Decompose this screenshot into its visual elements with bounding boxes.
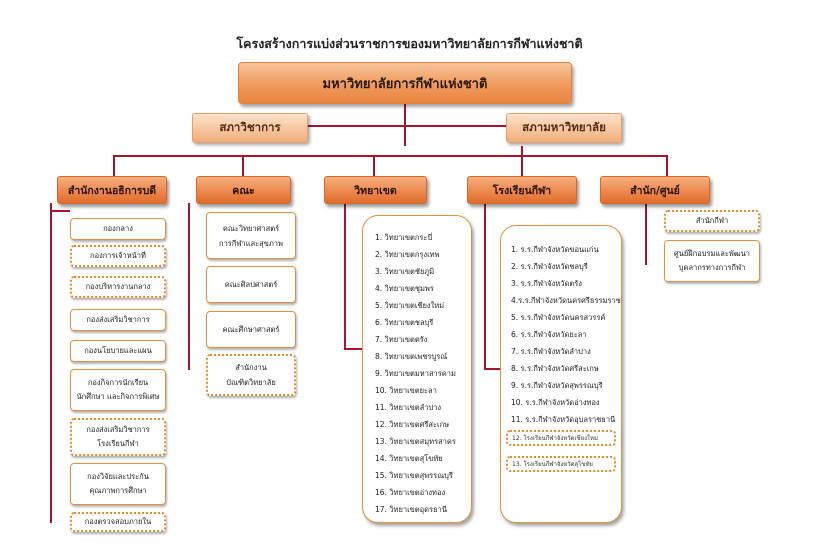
- office-item: กองตรวจสอบภายใน: [70, 512, 166, 532]
- school-item: 6. ร.ร.กีฬาจังหวัดยะลา: [511, 330, 587, 339]
- school-item: 4.ร.ร.กีฬาจังหวัดนครศรีธรรมราช: [511, 296, 621, 305]
- office-header: สำนักงานอธิการบดี: [57, 176, 167, 204]
- campus-item: 14. วิทยาเขตสุโขทัย: [375, 454, 443, 463]
- campus-item: 1. วิทยาเขตกระบี่: [375, 233, 433, 242]
- office-item: กองบริหารงานกลาง: [70, 276, 166, 298]
- office-item: กองกลาง: [70, 218, 166, 240]
- campus-item: 4. วิทยาเขตชุมพร: [375, 284, 434, 293]
- faculty-item: คณะศิลปศาสตร์: [206, 266, 296, 303]
- faculty-item: สำนักงาน บัณฑิตวิทยาลัย: [206, 354, 296, 396]
- school-special-item: 13. โรงเรียนกีฬาจังหวัดสุโขทัย: [506, 456, 616, 472]
- school-item: 5. ร.ร.กีฬาจังหวัดนครสวรรค์: [511, 313, 606, 322]
- center-item: ศูนย์ฝึกอบรมและพัฒนา บุคลากรทางการกีฬา: [664, 240, 760, 282]
- office-item: กองการเจ้าหน้าที่: [70, 245, 166, 267]
- school-special-item: 12. โรงเรียนกีฬาจังหวัดเชียงใหม่: [506, 430, 616, 446]
- campus-item: 11. วิทยาเขตลำปาง: [375, 403, 442, 412]
- campus-item: 12. วิทยาเขตศรีสะเกษ: [375, 420, 450, 429]
- faculty-item: คณะวิทยาศาสตร์ การกีฬาและสุขภาพ: [206, 212, 296, 259]
- campus-item: 5. วิทยาเขตเชียงใหม่: [375, 301, 445, 310]
- campus-item: 10. วิทยาเขตยะลา: [375, 386, 437, 395]
- office-item: กองส่งเสริมวิชาการ โรงเรียนกีฬา: [70, 418, 166, 456]
- center-header: สำนัก/ศูนย์: [600, 176, 710, 204]
- campus-list-panel: 1. วิทยาเขตกระบี่ 2. วิทยาเขตกรุงเทพ 3. …: [362, 215, 472, 523]
- school-item: 2. ร.ร.กีฬาจังหวัดชลบุรี: [511, 262, 588, 271]
- campus-item: 9. วิทยาเขตมหาสารคาม: [375, 369, 456, 378]
- school-item: 10. ร.ร.กีฬาจังหวัดอ่างทอง: [511, 398, 600, 407]
- school-item: 3. ร.ร.กีฬาจังหวัดตรัง: [511, 279, 582, 288]
- campus-item: 13. วิทยาเขตสมุทรสาคร: [375, 437, 456, 446]
- office-item: กองนโยบายและแผน: [70, 340, 166, 362]
- campus-item: 6. วิทยาเขตชลบุรี: [375, 318, 434, 327]
- faculty-header: คณะ: [196, 176, 291, 204]
- campus-header: วิทยาเขต: [324, 176, 427, 204]
- chart-title: โครงสร้างการแบ่งส่วนราชการของมหาวิทยาลัย…: [236, 36, 583, 51]
- center-item: สำนักกีฬา: [664, 210, 760, 232]
- office-item: กองกิจการนักเรียน นักศึกษา และกิจการพิเศ…: [70, 369, 166, 411]
- sports-school-list-panel: 1. ร.ร.กีฬาจังหวัดขอนแก่น 2. ร.ร.กีฬาจัง…: [500, 225, 622, 523]
- faculty-item: คณะศึกษาศาสตร์: [206, 311, 296, 348]
- campus-item: 7. วิทยาเขตตรัง: [375, 335, 428, 344]
- office-item: กองวิจัยและประกัน คุณภาพการศึกษา: [70, 463, 166, 505]
- campus-item: 17. วิทยาเขตอุดรธานี: [375, 505, 447, 514]
- academic-council-box: สภาวิชาการ: [192, 113, 308, 143]
- school-item: 8. ร.ร.กีฬาจังหวัดศรีสะเกษ: [511, 364, 599, 373]
- school-item: 7. ร.ร.กีฬาจังหวัดลำปาง: [511, 347, 591, 356]
- office-item: กองส่งเสริมวิชาการ: [70, 309, 166, 331]
- school-item: 1. ร.ร.กีฬาจังหวัดขอนแก่น: [511, 245, 599, 254]
- sports-school-header: โรงเรียนกีฬา: [467, 176, 577, 204]
- school-item: 9. ร.ร.กีฬาจังหวัดสุพรรณบุรี: [511, 381, 603, 390]
- campus-item: 2. วิทยาเขตกรุงเทพ: [375, 250, 440, 259]
- campus-item: 15. วิทยาเขตสุพรรณบุรี: [375, 471, 453, 480]
- campus-item: 3. วิทยาเขตชัยภูมิ: [375, 267, 435, 276]
- university-council-box: สภามหาวิทยาลัย: [506, 113, 622, 143]
- campus-item: 8. วิทยาเขตเพชรบูรณ์: [375, 352, 448, 361]
- university-box: มหาวิทยาลัยการกีฬาแห่งชาติ: [238, 62, 572, 104]
- campus-item: 16. วิทยาเขตอ่างทอง: [375, 488, 446, 497]
- school-item: 11. ร.ร.กีฬาจังหวัดอุบลราชธานี: [511, 415, 616, 424]
